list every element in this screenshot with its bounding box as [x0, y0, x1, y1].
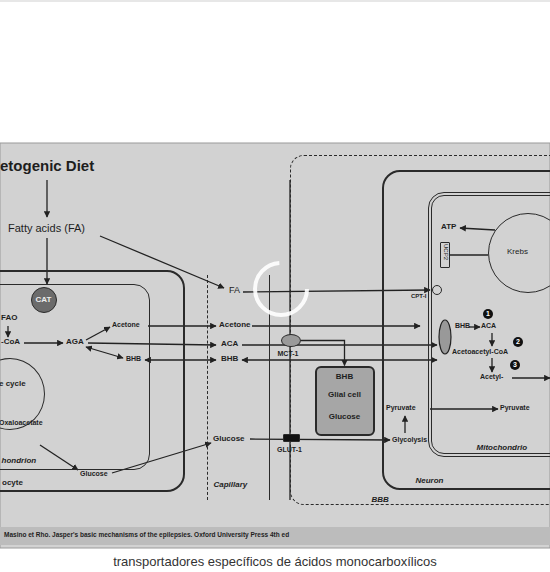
pathway-label: Fatty acids (FA)	[8, 223, 85, 234]
node-label: Neuron	[416, 477, 444, 485]
pathway-label: ACA	[221, 340, 238, 348]
pathway-label: Acetone	[112, 321, 140, 328]
arrow	[88, 343, 216, 345]
arrow	[86, 347, 123, 358]
node-label: e cycle	[0, 380, 26, 388]
arrow	[404, 416, 405, 433]
wire	[450, 254, 488, 255]
pathway-label: Masino et Rho. Jasper's basic mechanisms…	[4, 532, 289, 539]
node-label: Capillary	[214, 481, 248, 489]
node-label: Oxaloacetate	[0, 419, 43, 426]
arrow	[469, 326, 480, 327]
arrow	[242, 359, 437, 360]
pathway-label: AGA	[66, 338, 84, 346]
diagram-title: etogenic Diet	[0, 158, 94, 173]
callout-number: 3	[510, 360, 520, 370]
transporter-oval: MCT-1	[281, 334, 301, 347]
node-label: Glial cell	[317, 391, 373, 399]
arrow	[100, 236, 224, 288]
arrow	[145, 359, 216, 360]
arrow	[491, 333, 492, 346]
diagram-caption: transportadores específicos de ácidos mo…	[0, 555, 550, 568]
cycle-circle: Krebs	[488, 213, 550, 293]
arrow	[40, 445, 78, 470]
pathway-label: Pyruvate	[386, 404, 416, 411]
node-label: UCP2	[441, 244, 449, 260]
arrow	[243, 290, 430, 292]
pathway-label: Glycolysis	[392, 436, 427, 443]
membrane-transporter	[439, 320, 451, 354]
pathway-label: ACA	[481, 322, 496, 329]
transporter-circle: CPT-I	[432, 285, 442, 295]
node-label: BHB	[317, 373, 373, 381]
pathway-label: Pyruvate	[500, 404, 530, 411]
node-label: GLUT-1	[277, 446, 302, 453]
arrow	[46, 238, 47, 284]
pathway-label: -CoA	[1, 338, 20, 346]
pathway-label: Glucose	[213, 435, 245, 443]
node-label: ocyte	[2, 479, 23, 487]
arrow	[24, 342, 63, 343]
arrow	[491, 358, 492, 372]
pathway-label: Acetyl-	[480, 373, 503, 380]
loading-spinner	[255, 263, 307, 315]
pathway-arrows	[8, 180, 550, 500]
node-label: CAT	[32, 296, 55, 304]
top-rule	[0, 1, 550, 2]
pathway-label: FA	[229, 286, 240, 295]
glial-box: BHB Glial cellGlucose	[315, 366, 375, 436]
capillary-band: Capillary	[207, 275, 270, 500]
pathway-label: Acetoacetyl-CoA	[452, 348, 508, 355]
node-label: Mitochondrio	[477, 444, 528, 452]
arrow	[7, 326, 8, 337]
callout-number: 1	[483, 309, 493, 319]
mitochondrion-box: hondrion e cycleOxaloacetate	[0, 284, 150, 470]
arrow	[148, 325, 216, 326]
arrow	[430, 408, 498, 409]
arrow	[460, 228, 495, 230]
cycle-circle: e cycleOxaloacetate	[0, 358, 45, 430]
node-label: Glucose	[317, 413, 373, 421]
pathway-label: Glucose	[80, 470, 108, 477]
transporter-circle: CAT	[31, 287, 57, 313]
arrow	[86, 327, 110, 340]
flow-arrow	[301, 341, 345, 366]
transporter-box: GLUT-1	[283, 434, 300, 442]
arrow	[512, 377, 550, 378]
node-label: BBB	[372, 496, 389, 504]
cell-box: ocyte hondrion e cycleOxaloacetate CAT	[0, 270, 185, 492]
node-label: hondrion	[2, 457, 37, 465]
node-label: MCT-1	[278, 350, 299, 357]
channel-box: UCP2	[440, 242, 450, 268]
arrow	[250, 439, 390, 440]
arrow	[252, 325, 420, 326]
arrow	[242, 344, 437, 345]
pathway-label: Acetone	[219, 321, 251, 329]
pathway-label: BHB	[126, 355, 141, 362]
node-label: CPT-I	[411, 293, 426, 299]
barrier-region: BBB BHB Glial cellGlucoseNeuron Mitochondri…	[290, 155, 550, 505]
citation-strip	[0, 527, 550, 545]
pathway-label: FAO	[1, 314, 17, 322]
pathway-label: ATP	[441, 223, 456, 231]
node-label: Krebs	[507, 248, 528, 256]
arrow	[112, 443, 211, 473]
pathway-label: BHB	[221, 355, 238, 363]
figure-panel	[0, 143, 550, 548]
callout-number: 2	[513, 337, 523, 347]
pathway-label: BHB	[455, 322, 470, 329]
arrow	[46, 180, 47, 217]
